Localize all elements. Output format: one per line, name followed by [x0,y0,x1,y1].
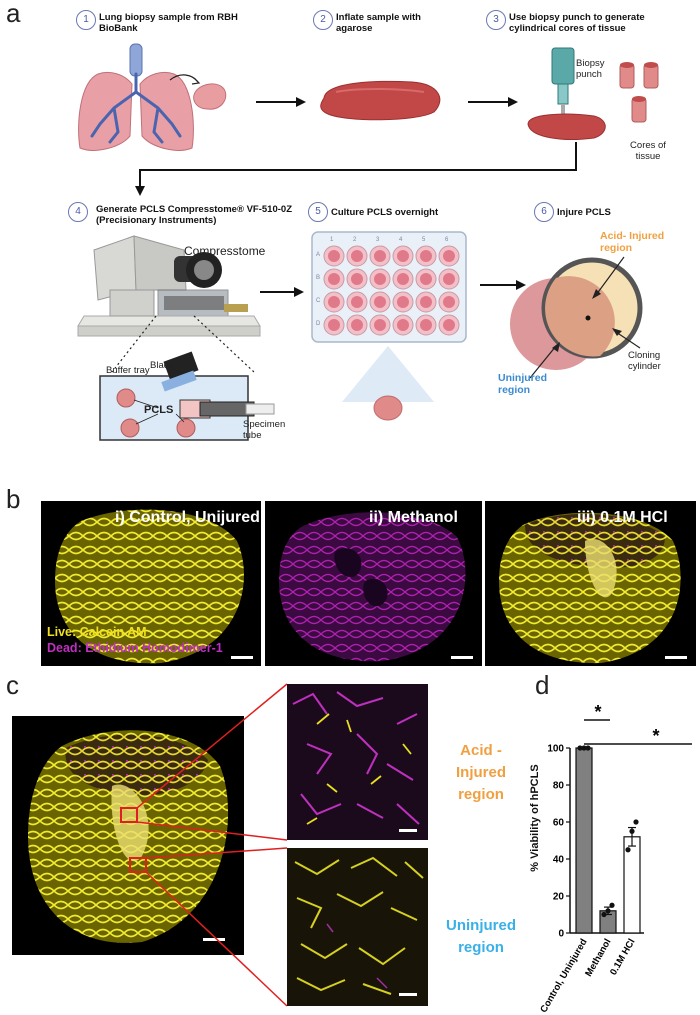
data-point [629,829,634,834]
y-tick-label: 0 [558,929,564,940]
acid-injured-region-label: Acid - Injured region [436,740,526,806]
y-tick-label: 20 [553,892,565,903]
data-point [633,819,638,824]
y-tick-label: 40 [553,855,565,866]
uninjured-region-label: Uninjured region [436,915,526,959]
scale-bar [399,993,417,996]
y-tick-label: 60 [553,818,565,829]
y-tick-label: 80 [553,781,565,792]
bar [576,748,592,933]
significance-star: * [652,726,659,746]
x-tick-label: Control, Uninjured [538,937,589,1015]
data-point [625,847,630,852]
zoom-acid-injured [287,684,428,840]
y-tick-label: 100 [547,744,564,755]
data-point [601,912,606,917]
data-point [609,903,614,908]
data-point [585,745,590,750]
scale-bar [399,829,417,832]
significance-star: * [594,702,601,722]
data-point [605,908,610,913]
zoom-uninjured [287,848,428,1006]
